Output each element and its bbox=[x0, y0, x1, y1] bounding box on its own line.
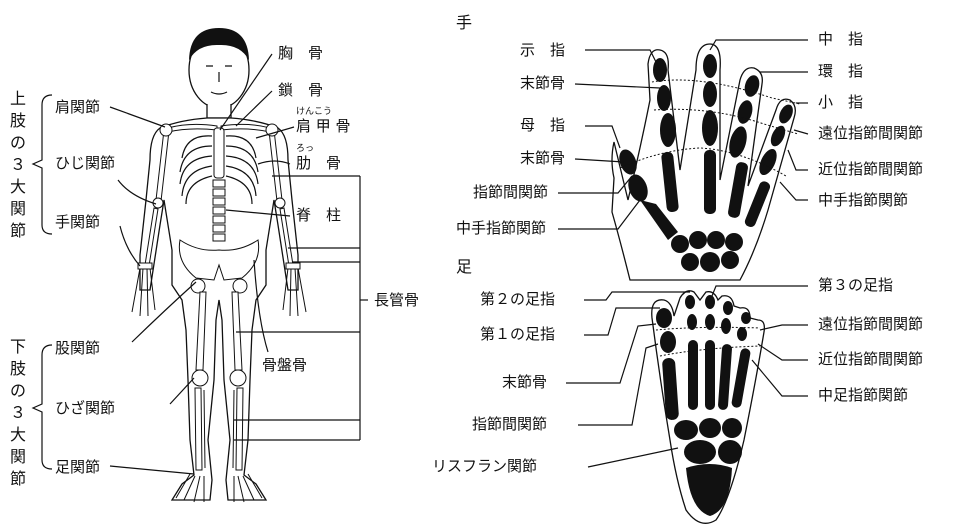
middle-finger-label: 中 指 bbox=[818, 30, 863, 48]
thumb-label: 母 指 bbox=[520, 116, 565, 134]
first-toe-label: 第１の足指 bbox=[480, 325, 555, 343]
foot-diagram bbox=[652, 291, 765, 523]
distal-phalanx-label-1: 末節骨 bbox=[520, 74, 565, 92]
lower-limb-char-1: 下 bbox=[10, 337, 26, 356]
lower-limb-group: 下 肢 の ３ 大 関 節 bbox=[10, 337, 52, 488]
body-figure bbox=[132, 28, 306, 502]
long-bone-label: 長管骨 bbox=[374, 291, 419, 309]
pip-joint-label: 近位指節間関節 bbox=[818, 160, 923, 178]
hand-diagram bbox=[612, 44, 800, 280]
second-toe-label: 第２の足指 bbox=[480, 290, 555, 308]
upper-limb-group: 上 肢 の ３ 大 関 節 bbox=[10, 89, 52, 240]
shoulder-joint-label: 肩関節 bbox=[55, 98, 100, 116]
rib-ruby: ろっ bbox=[296, 143, 314, 154]
ip-joint-label: 指節間関節 bbox=[473, 183, 548, 201]
spine bbox=[213, 180, 225, 241]
lower-limb-char-6: 関 bbox=[10, 447, 26, 466]
dip-joint-label: 遠位指節間関節 bbox=[818, 124, 923, 142]
sternum-label: 胸 骨 bbox=[278, 44, 323, 62]
foot-dip-joint-label: 遠位指節間関節 bbox=[818, 315, 923, 333]
upper-limb-char-7: 節 bbox=[10, 221, 26, 240]
elbow-joint-label: ひじ関節 bbox=[55, 154, 115, 172]
foot-pip-joint-label: 近位指節間関節 bbox=[818, 350, 923, 368]
lower-limb-char-3: の bbox=[10, 381, 26, 400]
lower-limb-char-5: 大 bbox=[10, 425, 26, 444]
foot-distal-phalanx-label: 末節骨 bbox=[502, 373, 547, 391]
foot-title: 足 bbox=[456, 257, 472, 276]
mcp-joint-left-label: 中手指節関節 bbox=[456, 219, 546, 237]
upper-limb-char-2: 肢 bbox=[10, 111, 26, 130]
lisfranc-joint-label: リスフラン関節 bbox=[432, 457, 537, 475]
upper-limb-char-3: の bbox=[10, 133, 26, 152]
foot-ip-joint-label: 指節間関節 bbox=[472, 415, 547, 433]
lower-limb-char-2: 肢 bbox=[10, 359, 26, 378]
upper-limb-char-5: 大 bbox=[10, 177, 26, 196]
upper-limb-char-6: 関 bbox=[10, 199, 26, 218]
mtp-joint-label: 中足指節関節 bbox=[818, 386, 908, 404]
pelvis-label: 骨盤骨 bbox=[262, 356, 307, 374]
hip-joint-label: 股関節 bbox=[55, 339, 100, 357]
spine-label: 脊 柱 bbox=[296, 206, 341, 224]
ring-finger-label: 環 指 bbox=[818, 62, 863, 80]
little-finger-label: 小 指 bbox=[818, 93, 863, 111]
distal-phalanx-label-2: 末節骨 bbox=[520, 149, 565, 167]
wrist-joint-label: 手関節 bbox=[55, 213, 100, 231]
lower-limb-char-4: ３ bbox=[10, 403, 26, 422]
scapula-ruby: けんこう bbox=[296, 106, 332, 117]
upper-limb-char-4: ３ bbox=[10, 155, 26, 174]
third-toe-label: 第３の足指 bbox=[818, 276, 893, 294]
clavicle-label: 鎖 骨 bbox=[278, 81, 323, 99]
rib-label: 肋 骨 bbox=[296, 154, 341, 172]
scapula-label: 肩 甲 骨 bbox=[296, 117, 351, 135]
mcp-joint-right-label: 中手指節関節 bbox=[818, 191, 908, 209]
hand-title: 手 bbox=[456, 13, 472, 32]
upper-limb-char-1: 上 bbox=[10, 89, 26, 108]
lower-limb-char-7: 節 bbox=[10, 469, 26, 488]
index-finger-label: 示 指 bbox=[520, 41, 565, 59]
ankle-joint-label: 足関節 bbox=[55, 458, 100, 476]
knee-joint-label: ひざ関節 bbox=[55, 399, 115, 417]
